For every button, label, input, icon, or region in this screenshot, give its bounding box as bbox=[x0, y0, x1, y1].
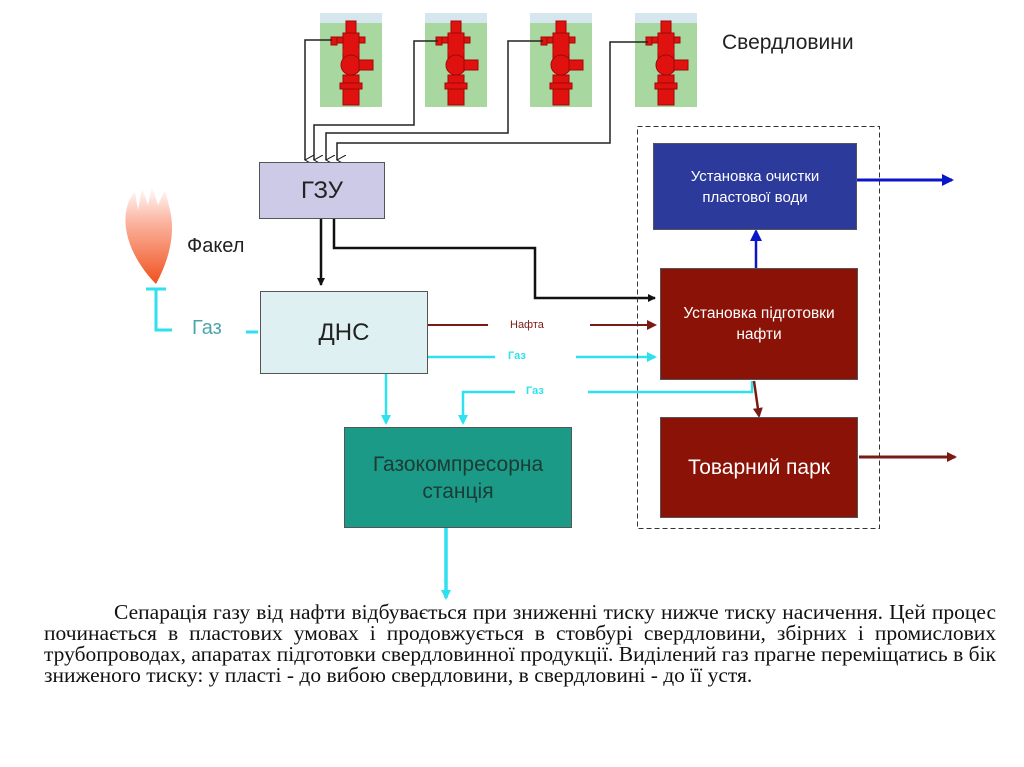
well-3-line bbox=[326, 40, 543, 160]
gas-return-label: Газ bbox=[526, 385, 544, 397]
oil-flow-label: Нафта bbox=[510, 319, 544, 331]
water-treatment-label-line2: пластової води bbox=[702, 188, 808, 206]
treatment-area-boundary bbox=[637, 126, 880, 529]
dns-label: ДНС bbox=[318, 318, 370, 346]
oil-treatment-label-line1: Установка підготовки bbox=[683, 305, 835, 322]
well-1-line bbox=[305, 39, 332, 160]
description-paragraph: Сепарація газу від нафти відбувається пр… bbox=[44, 600, 996, 687]
dns-node[interactable]: ДНС bbox=[260, 291, 428, 374]
well-lines bbox=[305, 39, 648, 160]
wells-label: Свердловини bbox=[722, 31, 854, 54]
tank-farm-node[interactable]: Товарний парк bbox=[660, 417, 858, 518]
gas-flow-label: Газ bbox=[508, 350, 526, 362]
well-2-line bbox=[314, 40, 438, 160]
well-1-wellhead-icon bbox=[320, 13, 382, 107]
gas-return-line-left bbox=[458, 390, 515, 425]
water-treatment-label-line1: Установка очистки bbox=[690, 167, 820, 185]
well-2-wellhead-icon bbox=[425, 13, 487, 107]
gas-to-flare-label: Газ bbox=[192, 317, 222, 339]
gzu-label: ГЗУ bbox=[301, 176, 343, 204]
gks-label-line1: Газокомпресорна bbox=[372, 452, 544, 476]
gks-label-line2: станція bbox=[422, 479, 494, 503]
gzu-node[interactable]: ГЗУ bbox=[259, 162, 385, 219]
tank-farm-label: Товарний парк bbox=[688, 455, 830, 479]
oil-gas-gathering-diagram: Свердловини ГЗУ Факел Газ ДНС Нафта Газ … bbox=[125, 13, 957, 600]
well-4-wellhead-icon bbox=[635, 13, 697, 107]
gzu-to-oil-treatment-line bbox=[332, 219, 656, 302]
oil-to-tank-line bbox=[752, 380, 763, 418]
flame-icon bbox=[125, 186, 173, 284]
water-treatment-node[interactable]: Установка очистки пластової води bbox=[653, 143, 857, 230]
gas-return-line-right bbox=[588, 381, 754, 394]
oil-treatment-label-line2: нафти bbox=[736, 326, 782, 343]
gks-node[interactable]: Газокомпресорна станція bbox=[344, 427, 572, 528]
oil-treatment-node[interactable]: Установка підготовки нафти bbox=[660, 268, 858, 380]
flare-gas-line bbox=[146, 287, 172, 332]
diagram-connectors bbox=[125, 13, 957, 600]
flare-label: Факел bbox=[187, 235, 245, 257]
well-3-wellhead-icon bbox=[530, 13, 592, 107]
well-4-line bbox=[337, 41, 648, 160]
